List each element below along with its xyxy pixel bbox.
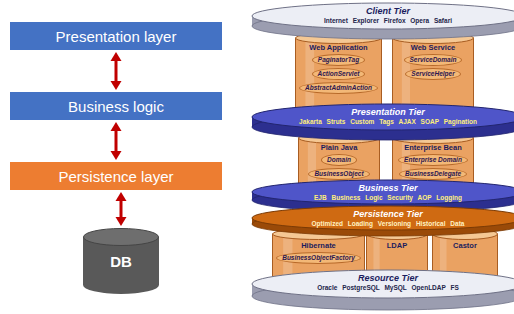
cylinder-top [367, 229, 428, 240]
text-group: Castor [432, 240, 498, 251]
connector-line [115, 130, 118, 152]
tier-title: Client Tier [252, 6, 514, 17]
layer-label: Presentation layer [56, 28, 177, 45]
database-label: DB [110, 253, 132, 270]
text-group: Presentation TierJakarta Struts Custom T… [252, 107, 514, 126]
cylinder-top [393, 133, 474, 144]
tier-disc: Persistence TierOptimized Loading Versio… [252, 206, 514, 236]
text-group: LDAP [366, 240, 428, 251]
tier-title: Business Tier [252, 183, 514, 194]
component-label: Domain [321, 154, 357, 166]
component-label: AbstractAdminAction [299, 82, 378, 94]
component-label: Enterprise Domain [398, 154, 468, 166]
arrow-head [111, 151, 122, 160]
layer-box: Business logic [10, 92, 222, 120]
cylinder-top [299, 133, 380, 144]
text-group: Resource TierOracle PostgreSQL MySQL Ope… [252, 273, 514, 292]
text-group: Business TierEJB Business Logic Security… [252, 183, 514, 202]
connector-arrow [111, 122, 122, 160]
box-fill [10, 162, 222, 190]
arrow-head [111, 52, 122, 61]
disc-face [252, 206, 514, 230]
arrow-head [111, 81, 122, 90]
component-title: Enterprise Bean [404, 142, 462, 153]
database-cylinder: DB [83, 228, 159, 294]
cylinder-top [433, 229, 498, 240]
tier-title: Persistence Tier [252, 209, 514, 220]
disc-face [252, 104, 514, 130]
box-fill [10, 92, 222, 120]
tier-title: Presentation Tier [252, 107, 514, 118]
text-group: Persistence TierOptimized Loading Versio… [252, 209, 514, 228]
text-group: Enterprise BeanEnterprise DomainBusiness… [392, 142, 474, 181]
cylinder-highlight [308, 138, 316, 188]
tier-disc: Client TierInternet Explorer Firefox Ope… [252, 3, 514, 39]
cylinder-top [84, 229, 159, 246]
box-fill [10, 22, 222, 50]
arrow-head [116, 192, 127, 201]
connector-line [120, 200, 123, 218]
arrow-head [116, 217, 127, 226]
layer-label: Persistence layer [58, 168, 173, 185]
text-group: HibernateBusinessObjectFactory [272, 240, 365, 265]
layer-label: Business logic [68, 98, 164, 115]
disc-face [252, 270, 514, 298]
text-group: Client TierInternet Explorer Firefox Ope… [252, 6, 514, 25]
text-group: Persistence layer [10, 162, 222, 190]
tier-technologies: Jakarta Struts Custom Tags AJAX SOAP Pag… [252, 118, 514, 126]
tier-technologies: Optimized Loading Versioning Historical … [252, 220, 514, 228]
tier-disc: Resource TierOracle PostgreSQL MySQL Ope… [252, 270, 514, 310]
cylinder-top [296, 33, 382, 44]
component-label: ServiceDomain [404, 54, 463, 66]
component-label: PaginatorTag [312, 54, 365, 66]
component-title: Plain Java [321, 142, 358, 153]
component-label: BusinessDelegate [399, 168, 467, 180]
connector-line [115, 60, 118, 82]
disc-face [252, 3, 514, 29]
component-label: ActionServlet [312, 68, 366, 80]
text-group: Plain JavaDomainBusinessObject [298, 142, 380, 181]
cylinder-top [273, 229, 365, 240]
component-label: ServiceHelper [405, 68, 460, 80]
connector-arrow [116, 192, 127, 226]
text-group: DB [83, 228, 159, 294]
component-title: Web Application [309, 42, 367, 53]
tier-disc: Presentation TierJakarta Struts Custom T… [252, 104, 514, 140]
arrow-head [111, 122, 122, 131]
disc-face [252, 180, 514, 204]
cylinder-top [393, 33, 474, 44]
component-title: Hibernate [301, 240, 336, 251]
text-group: Presentation layer [10, 22, 222, 50]
layer-box: Presentation layer [10, 22, 222, 50]
component-title: Castor [453, 240, 477, 251]
layer-box: Persistence layer [10, 162, 222, 190]
component-label: BusinessObject [308, 168, 369, 180]
connector-arrow [111, 52, 122, 90]
tier-technologies: EJB Business Logic Security AOP Logging [252, 194, 514, 202]
text-group: Web ApplicationPaginatorTagActionServlet… [295, 42, 382, 95]
component-title: Web Service [411, 42, 455, 53]
text-group: Web ServiceServiceDomainServiceHelper [392, 42, 474, 81]
tier-technologies: Internet Explorer Firefox Opera Safari [252, 17, 514, 25]
tier-title: Resource Tier [252, 273, 514, 284]
tier-technologies: Oracle PostgreSQL MySQL OpenLDAP FS [252, 284, 514, 292]
component-title: LDAP [387, 240, 407, 251]
text-group: Business logic [10, 92, 222, 120]
component-label: BusinessObjectFactory [276, 252, 361, 264]
